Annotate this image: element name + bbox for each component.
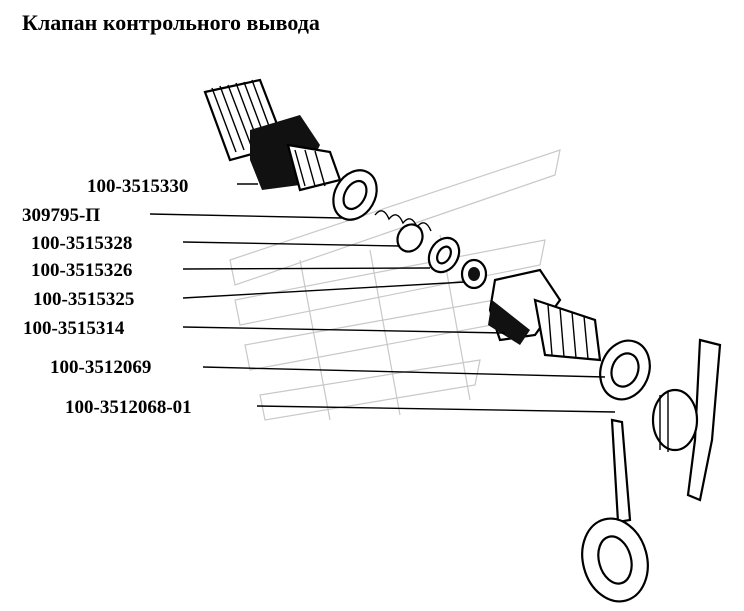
leader-line-5 — [182, 281, 466, 299]
leader-line-7 — [202, 366, 606, 378]
leader-line-4 — [182, 267, 431, 270]
part-label-4: 100-3515326 — [31, 260, 132, 281]
part-label-8: 100-3512068-01 — [65, 397, 192, 418]
part-label-6: 100-3515314 — [23, 318, 125, 339]
washer-2 — [427, 236, 461, 274]
diagram-title: Клапан контрольного вывода — [22, 10, 320, 35]
leader-line-3 — [182, 241, 401, 247]
leader-line-6 — [182, 326, 506, 334]
part-label-1: 100-3515330 — [87, 176, 188, 197]
part-label-7: 100-3512069 — [50, 357, 151, 378]
valve-body — [488, 268, 602, 362]
small-nut — [460, 258, 488, 290]
part-label-2: 309795-П — [22, 205, 100, 226]
leader-line-8 — [256, 405, 616, 413]
threaded-fitting-upper — [203, 78, 342, 192]
leader-line-2 — [149, 213, 343, 219]
spring — [374, 210, 432, 253]
wing-cap-with-ring — [581, 338, 722, 603]
part-label-5: 100-3515325 — [33, 289, 134, 310]
part-labels: 100-3515330 309795-П 100-3515328 100-351… — [22, 176, 192, 418]
ring-washer — [599, 339, 651, 401]
leader-lines — [149, 183, 616, 413]
part-label-3: 100-3515328 — [31, 233, 132, 254]
